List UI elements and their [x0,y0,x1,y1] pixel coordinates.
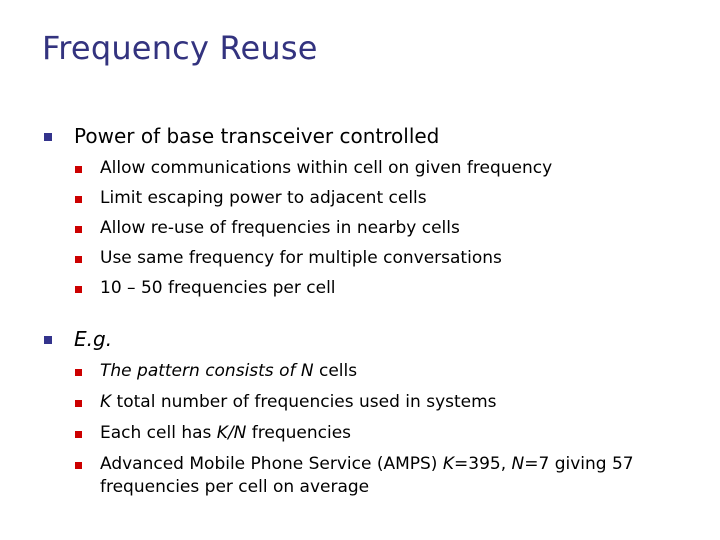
square-bullet-icon [75,166,82,173]
bullet-level2-list-example: The pattern consists of N cells K total … [0,360,720,499]
bullet-section-example: E.g. The pattern consists of N cells K t… [0,325,720,499]
square-bullet-icon [44,133,52,141]
page-title: Frequency Reuse [42,29,318,67]
list-item: Allow re-use of frequencies in nearby ce… [0,217,720,240]
bullet-level1-power: Power of base transceiver controlled [0,122,720,152]
bullet-section-power: Power of base transceiver controlled All… [0,122,720,300]
bullet-level1-example: E.g. [0,325,720,355]
list-item: 10 – 50 frequencies per cell [0,277,720,300]
list-item-label: Use same frequency for multiple conversa… [100,248,502,268]
square-bullet-icon [44,336,52,344]
list-item: Advanced Mobile Phone Service (AMPS) K=3… [0,453,720,499]
list-item-label: Allow communications within cell on give… [100,158,553,178]
square-bullet-icon [75,400,82,407]
square-bullet-icon [75,286,82,293]
list-item-label: Each cell has K/N frequencies [100,423,352,443]
list-item: Limit escaping power to adjacent cells [0,187,720,210]
list-item-label: 10 – 50 frequencies per cell [100,278,336,298]
bullet-level1-label: Power of base transceiver controlled [74,124,440,148]
list-item-label: Advanced Mobile Phone Service (AMPS) K=3… [100,454,634,497]
list-item-label: Limit escaping power to adjacent cells [100,188,427,208]
square-bullet-icon [75,226,82,233]
slide-body: Power of base transceiver controlled All… [0,122,720,507]
bullet-level1-label: E.g. [74,327,113,351]
list-item: K total number of frequencies used in sy… [0,391,720,414]
bullet-level2-list-power: Allow communications within cell on give… [0,157,720,300]
list-item: Use same frequency for multiple conversa… [0,247,720,270]
list-item: The pattern consists of N cells [0,360,720,383]
square-bullet-icon [75,431,82,438]
section-spacer [0,307,720,325]
list-item-label: Allow re-use of frequencies in nearby ce… [100,218,460,238]
list-item: Allow communications within cell on give… [0,157,720,180]
list-item-label: K total number of frequencies used in sy… [100,392,497,412]
square-bullet-icon [75,256,82,263]
list-item-label: The pattern consists of N cells [100,361,358,381]
list-item: Each cell has K/N frequencies [0,422,720,445]
square-bullet-icon [75,462,82,469]
square-bullet-icon [75,196,82,203]
square-bullet-icon [75,369,82,376]
